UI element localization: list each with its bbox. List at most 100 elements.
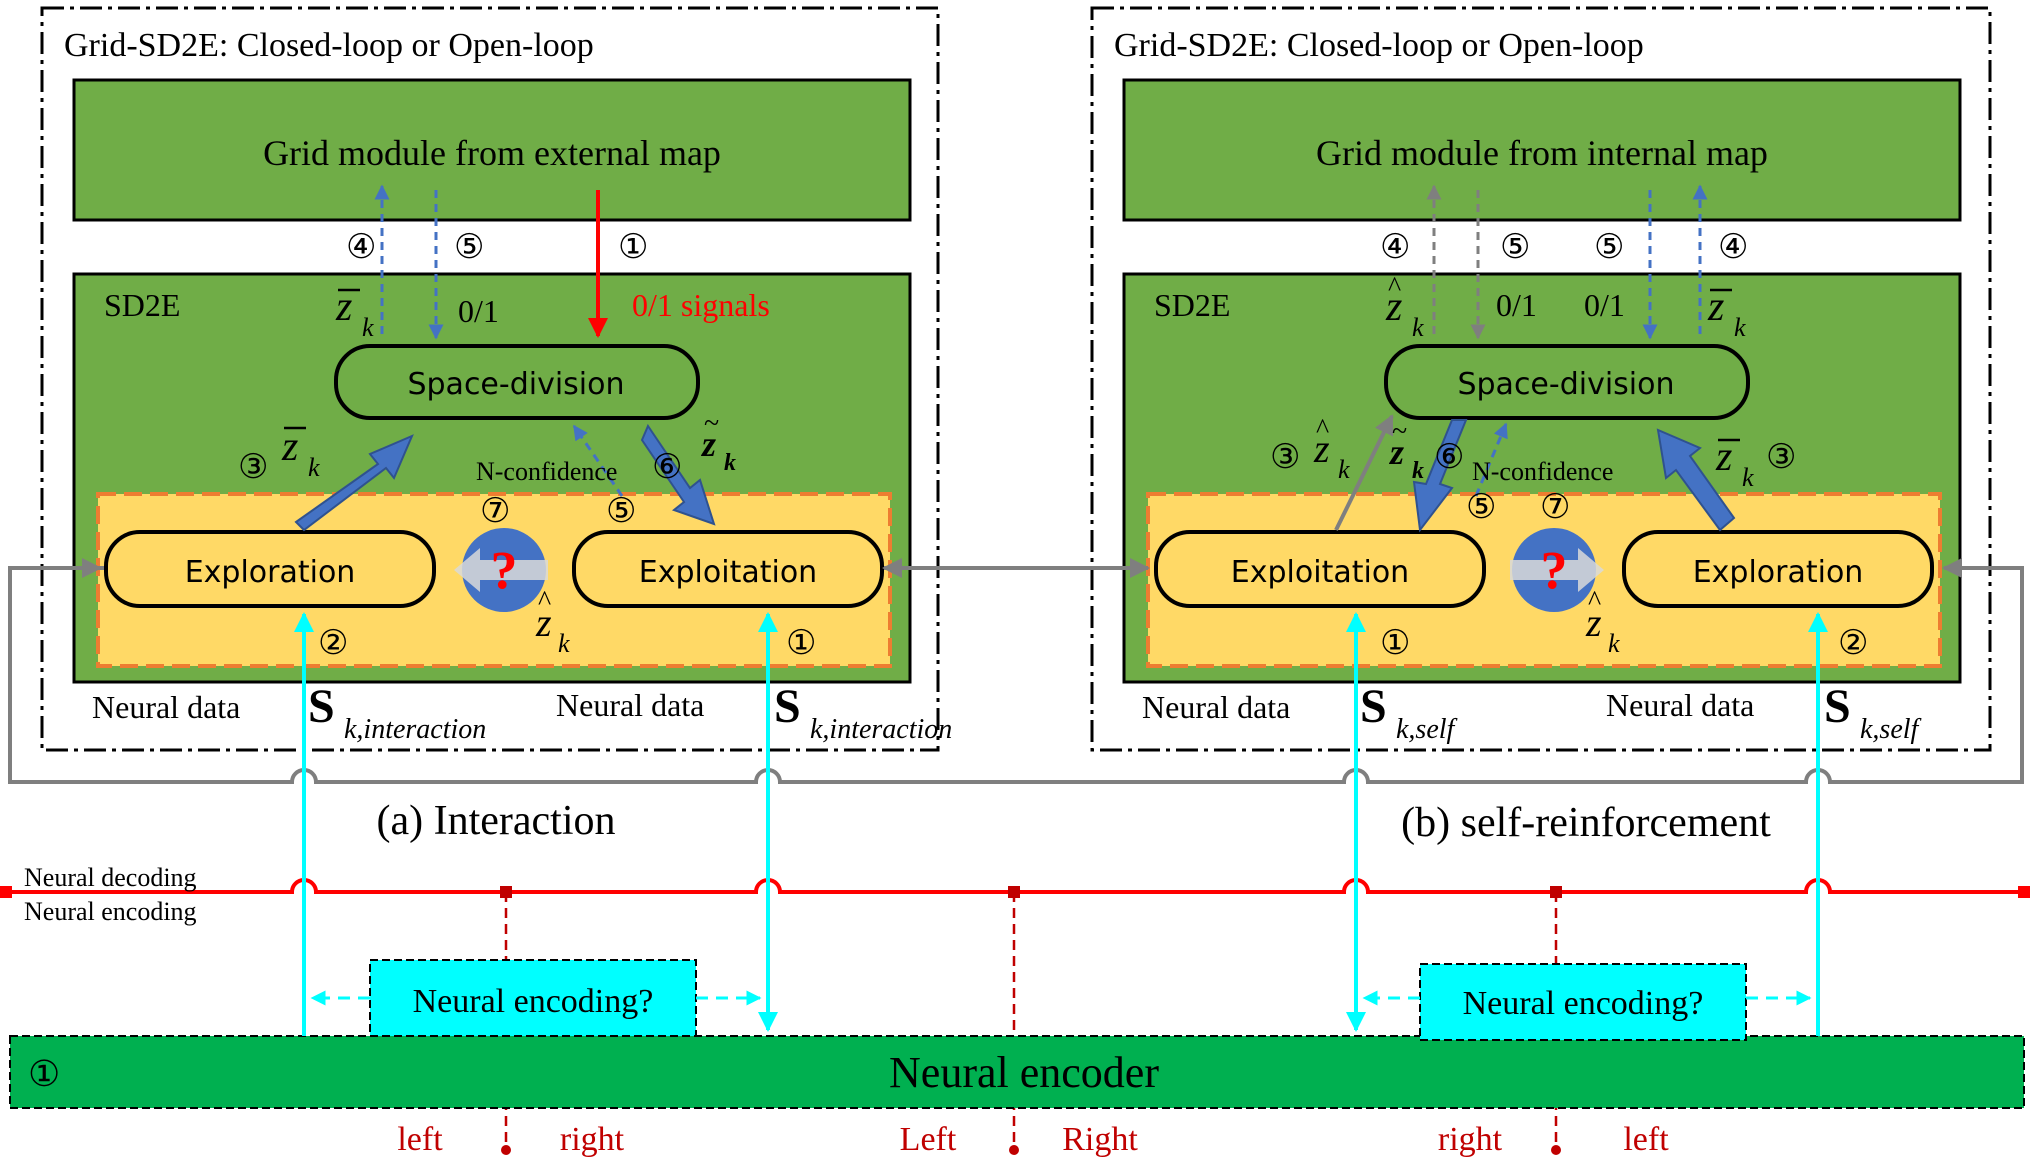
circ-2-a: ② — [318, 625, 348, 662]
ztilde-a: z — [700, 424, 716, 464]
question-mark-b: ? — [1541, 540, 1568, 600]
circ-4b-b: ④ — [1718, 229, 1748, 266]
encoding-label: Neural encoding — [24, 897, 197, 926]
exploration-label-b: Exploration — [1693, 555, 1864, 590]
caption-a: (a) Interaction — [376, 798, 615, 844]
dir-right-2: right — [1438, 1121, 1503, 1158]
circ-5c-b: ⑤ — [1466, 489, 1496, 526]
dash-arrow-5-a — [572, 424, 624, 497]
neural-encoding-query-2-label: Neural encoding? — [1463, 985, 1704, 1022]
grid-module-label-a: Grid module from external map — [263, 133, 721, 173]
divider-dot-2 — [1009, 1145, 1019, 1155]
dir-left-cap: Left — [900, 1121, 957, 1158]
outer-frame-b — [1090, 6, 1992, 752]
feedback-loop — [8, 558, 2024, 784]
circ-7-a: ⑦ — [480, 493, 510, 530]
s-main-2-a: S — [774, 680, 801, 733]
zhat-bottom-mark-b: ^ — [1588, 586, 1601, 617]
space-division-box-b[interactable] — [1384, 344, 1750, 420]
decoding-label: Neural decoding — [24, 863, 197, 892]
zero-one-1-b: 0/1 — [1496, 287, 1537, 323]
outer-title-b: Grid-SD2E: Closed-loop or Open-loop — [1114, 27, 1644, 64]
space-division-box-a[interactable] — [334, 344, 700, 420]
zhat3-sub-b: k — [1338, 455, 1350, 484]
zhat3-mark-b: ^ — [1316, 414, 1329, 445]
s-main-1-a: S — [308, 680, 335, 733]
bus-end-right — [2018, 886, 2030, 898]
circ-4-b: ④ — [1380, 229, 1410, 266]
thick-arrow-3-b — [1656, 428, 1736, 532]
neural-encoder-label: Neural encoder — [889, 1048, 1159, 1097]
zhat3-b: z — [1313, 426, 1330, 471]
thick-arrow-6-a — [640, 423, 716, 526]
exploitation-label-a: Exploitation — [639, 555, 817, 590]
grid-module-box-a — [72, 78, 912, 222]
zhat-bottom-sub-b: k — [1608, 629, 1620, 658]
neural-encoder-box[interactable] — [9, 1035, 2025, 1109]
s-sub-1-b: k,self — [1396, 714, 1458, 745]
panel-b: Grid-SD2E: Closed-loop or Open-loop Grid… — [1090, 6, 1992, 846]
question-mark-a: ? — [491, 540, 518, 600]
caption-b: (b) self-reinforcement — [1401, 800, 1771, 846]
s-sub-2-b: k,self — [1860, 714, 1922, 745]
n-confidence-a: N-confidence — [476, 457, 617, 486]
gray-arrow-3-b — [1334, 414, 1394, 531]
zbar-top-b: z — [1707, 284, 1724, 330]
sd2e-label-b: SD2E — [1154, 287, 1230, 323]
question-arrow-a — [454, 548, 548, 592]
divider-dot-1 — [501, 1145, 511, 1155]
divider-marker-2 — [1008, 886, 1020, 898]
zhat-sub-a: k — [558, 629, 570, 658]
neural-data-1-a: Neural data — [92, 689, 240, 725]
circ-3-a: ③ — [238, 449, 268, 486]
grid-module-box-b — [1122, 78, 1962, 222]
cyan-arrows — [294, 612, 1828, 1036]
dir-left-2: left — [1623, 1121, 1669, 1158]
s-sub-1-a: k,interaction — [344, 714, 486, 745]
exploration-label-a: Exploration — [185, 555, 356, 590]
circ-3-b: ③ — [1270, 439, 1300, 476]
thick-arrow-3-a — [294, 434, 414, 532]
divider-marker-1 — [500, 886, 512, 898]
ztilde-sub-b: k — [1412, 458, 1424, 484]
dir-right-cap: Right — [1062, 1121, 1138, 1158]
space-division-label-a: Space-division — [407, 367, 624, 402]
exploration-box-a[interactable] — [104, 530, 436, 608]
direction-labels: left right Left Right right left — [397, 1121, 1669, 1158]
s-sub-2-a: k,interaction — [810, 714, 952, 745]
neural-encoding-query-1 — [369, 959, 697, 1037]
dir-left-1: left — [397, 1121, 443, 1158]
zhat-top-sub-b: k — [1412, 313, 1424, 342]
sd2e-label-a: SD2E — [104, 287, 180, 323]
zbar-a: z — [335, 284, 352, 330]
neural-encoding-query-2 — [1419, 963, 1747, 1041]
circ-6-b: ⑥ — [1434, 439, 1464, 476]
ztilde-mark-a: ~ — [704, 408, 719, 439]
zbar3-sub-a: k — [308, 453, 320, 482]
zbar3-sub-b: k — [1742, 463, 1754, 492]
n-confidence-b: N-confidence — [1472, 457, 1613, 486]
outer-frame-a — [40, 6, 940, 752]
s-main-2-b: S — [1824, 680, 1851, 733]
zhat-bottom-b: z — [1585, 600, 1602, 645]
circ-5-b: ⑤ — [1500, 229, 1530, 266]
circ-5b-a: ⑤ — [606, 493, 636, 530]
red-bus-line — [6, 878, 2026, 894]
circ-5b-b: ⑤ — [1594, 229, 1624, 266]
thick-arrow-6-b — [1412, 419, 1468, 533]
circ-5-a: ⑤ — [454, 229, 484, 266]
encoder-marker: ① — [28, 1054, 60, 1094]
dir-right-1: right — [560, 1121, 625, 1158]
circ-7-b: ⑦ — [1540, 489, 1570, 526]
neural-data-1-b: Neural data — [1142, 689, 1290, 725]
ztilde-mark-b: ~ — [1392, 416, 1407, 447]
exploration-box-b[interactable] — [1622, 530, 1934, 608]
neural-bus: Neural decoding Neural encoding — [0, 863, 2030, 1155]
zbar-sub-a: k — [362, 313, 374, 342]
zhat-mark-a: ^ — [538, 586, 551, 617]
bus-end-left — [0, 886, 12, 898]
space-division-label-b: Space-division — [1457, 367, 1674, 402]
exploitation-box-b[interactable] — [1154, 530, 1486, 608]
zbar3-a: z — [281, 424, 298, 470]
